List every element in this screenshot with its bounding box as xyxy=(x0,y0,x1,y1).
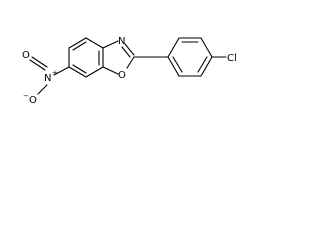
bond-ph-1 xyxy=(167,37,180,58)
bond-ph-4 xyxy=(200,56,213,77)
nitro-n-positive-charge: + xyxy=(52,69,58,77)
bond-ph-6-inner xyxy=(172,56,183,73)
bond-c2-to-o xyxy=(126,56,135,69)
bond-benzo-3 xyxy=(85,37,104,49)
bond-ph-4-inner xyxy=(197,56,208,73)
bond-nitro-n-to-lower-o xyxy=(37,84,48,95)
nitro-o-negative-charge: − xyxy=(23,92,29,100)
bond-c3a-to-n xyxy=(102,40,119,49)
atom-label-nitro-o-upper: O xyxy=(22,50,30,61)
bond-ring-to-nitro-n xyxy=(53,66,70,76)
nitro-group-bonds xyxy=(29,56,70,95)
atom-label-ring-o: O xyxy=(118,70,126,81)
bond-o-to-c7a xyxy=(102,66,119,75)
bond-benzo-6 xyxy=(68,66,87,78)
bond-n-to-c2-2 xyxy=(121,46,131,58)
bond-nitro-n-to-upper-o-1 xyxy=(29,59,46,71)
bond-benzo-5 xyxy=(85,66,104,78)
atom-label-nitro-n: N xyxy=(44,73,51,84)
bond-n-to-c2-1 xyxy=(124,43,135,56)
bond-benzo-2-inner xyxy=(72,41,87,51)
chemical-structure-drawing: N O Cl N + O O − xyxy=(22,36,237,106)
oxazole-ring-bonds xyxy=(102,40,135,75)
atom-label-cl: Cl xyxy=(227,53,237,64)
bond-nitro-n-to-upper-o-2 xyxy=(31,56,48,68)
bond-benzo-6-inner xyxy=(72,64,87,74)
atom-label-nitro-o-lower: O xyxy=(29,95,37,106)
bond-ph-3 xyxy=(200,37,213,58)
benzo-ring-bonds xyxy=(68,37,104,78)
bond-ph-6 xyxy=(167,56,180,77)
chlorophenyl-ring-bonds xyxy=(167,37,213,77)
bond-benzo-2 xyxy=(68,37,87,49)
atom-label-ring-n: N xyxy=(118,36,125,47)
